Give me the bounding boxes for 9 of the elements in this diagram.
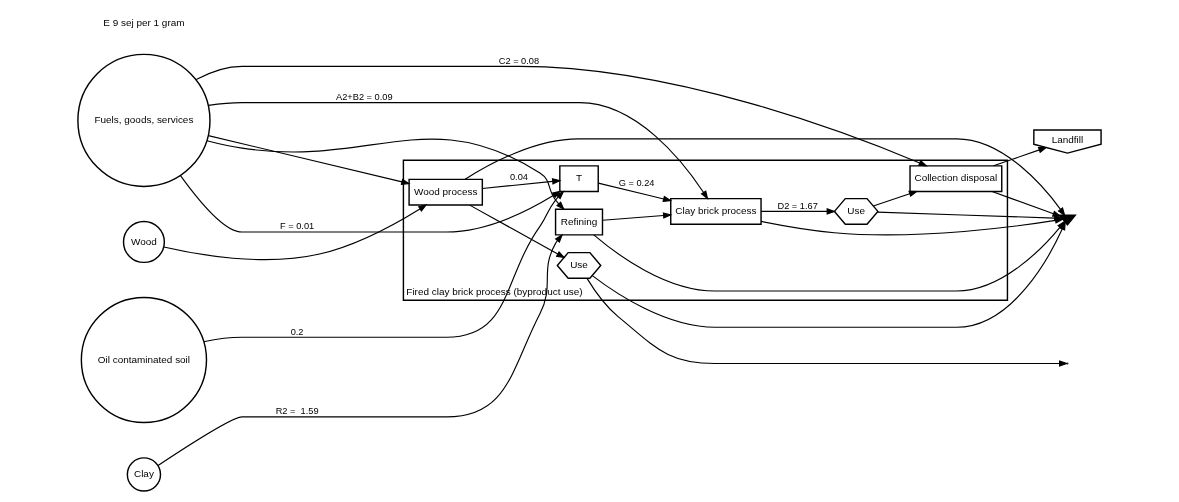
edge-label: R2 = 1.59 — [275, 406, 319, 417]
edge-label: G = 0.24 — [618, 178, 655, 189]
label: E 9 sej per 1 gram — [103, 17, 185, 29]
edge-label: F = 0.01 — [280, 221, 315, 232]
edge-label: 0.2 — [290, 326, 304, 337]
edge-label: C2 = 0.08 — [498, 55, 540, 66]
edge-label: 0.04 — [509, 172, 528, 183]
edge-label: A2+B2 = 0.09 — [336, 92, 393, 103]
edge-label: D2 = 1.67 — [777, 200, 818, 211]
